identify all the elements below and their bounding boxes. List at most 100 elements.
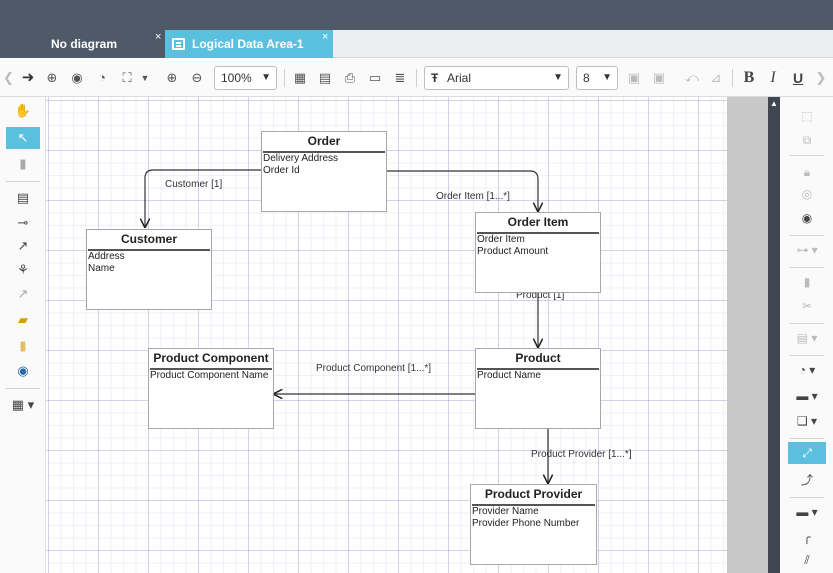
diagram-icon	[172, 38, 185, 50]
hand-pan-icon[interactable]: ✋	[14, 103, 32, 118]
image-export-icon[interactable]: ▭	[368, 70, 382, 85]
entity-title: Product Provider	[484, 487, 583, 501]
vertical-scrollbar[interactable]: ▲	[768, 97, 780, 573]
canvas-margin	[727, 97, 768, 573]
align-icon[interactable]: ⬚	[801, 109, 813, 123]
font-family-select[interactable]: Ŧ Arial ▼	[424, 66, 569, 90]
entity-title: Order Item	[507, 215, 569, 229]
toolbar-divider	[416, 69, 417, 87]
eye-icon[interactable]: ◉	[71, 70, 83, 85]
font-type-icon: Ŧ	[431, 71, 439, 85]
zoom-reset-icon[interactable]: ⊕	[46, 70, 58, 85]
zoom-select[interactable]: 100% ▼	[214, 66, 277, 90]
print-icon[interactable]: ⎙	[344, 70, 356, 85]
underline-button[interactable]: U	[792, 70, 804, 86]
link-order-customer[interactable]	[145, 169, 261, 227]
rotate-left-icon[interactable]: ⤺	[685, 70, 699, 85]
zoom-value: 100%	[221, 71, 252, 85]
entity-attribute: Provider Name	[472, 506, 539, 517]
entity-divider	[150, 368, 272, 370]
entity-divider	[88, 249, 210, 251]
font-family-value: Arial	[447, 71, 472, 85]
fill-color-icon[interactable]: ◔ ▾	[798, 363, 816, 377]
entity-order[interactable]: Order Delivery Address Order Id	[261, 131, 387, 212]
entity-attribute: Address	[88, 251, 125, 262]
lock-icon[interactable]: 🔒︎	[803, 165, 811, 179]
app-header-bar	[0, 0, 833, 30]
toolbar-divider	[284, 69, 285, 87]
order-icon[interactable]: ⊶ ▾	[796, 243, 818, 257]
palette-divider	[790, 267, 824, 268]
straight-connector-icon[interactable]: ⤢	[788, 442, 826, 464]
relationship-label: Customer [1]	[165, 179, 223, 190]
entity-tool-icon[interactable]: ▤	[16, 190, 30, 205]
entity-order-item[interactable]: Order Item Order Item Product Amount	[475, 212, 601, 293]
entity-attribute: Product Component Name	[150, 370, 269, 381]
gauge-icon[interactable]: ◔	[98, 70, 106, 85]
left-tool-palette: ✋ ↖ ▮ ▤ ⊸ ↗ ⚘ ↗ ▰ ▮ ◉ ▦ ▾	[0, 97, 46, 573]
zoom-in-icon[interactable]: ⊕	[166, 70, 178, 85]
line-style-icon[interactable]: ▬ ▾	[796, 505, 818, 519]
entity-product[interactable]: Product Product Name	[475, 348, 601, 429]
lines-icon[interactable]: ≣	[394, 70, 406, 85]
cut-icon[interactable]: ✂	[801, 299, 813, 313]
fit-page-icon[interactable]: ⛶	[122, 70, 132, 85]
font-size-select[interactable]: 8 ▼	[576, 66, 618, 90]
double-line-icon[interactable]: ⫽	[804, 553, 810, 567]
entity-divider	[477, 232, 599, 234]
grid-options-icon[interactable]: ▦ ▾	[11, 397, 35, 412]
pointer-select-icon[interactable]: ↖	[6, 127, 40, 149]
entity-product-component[interactable]: Product Component Product Component Name	[148, 348, 274, 429]
column-icon[interactable]: ▮	[19, 156, 27, 171]
document-tool-icon[interactable]: ▮	[19, 338, 27, 353]
tab-no-diagram[interactable]: No diagram ×	[0, 30, 165, 58]
group-icon[interactable]: ⧉	[802, 133, 812, 147]
grid-table-icon[interactable]: ▦	[293, 70, 307, 85]
zoom-out-icon[interactable]: ⊖	[191, 70, 203, 85]
palette-divider	[790, 355, 824, 356]
font-size-value: 8	[583, 71, 590, 85]
line-color-icon[interactable]: ▬ ▾	[796, 389, 818, 403]
page-layout-icon[interactable]: ▤	[318, 70, 332, 85]
relationship-label: Product Component [1...*]	[316, 363, 432, 374]
link-order-orderitem[interactable]	[387, 170, 538, 211]
relationship-lines	[46, 169, 727, 573]
palette-divider	[790, 497, 824, 498]
tab-close-icon[interactable]: ×	[155, 31, 162, 43]
font-shrink-icon[interactable]: ▣	[652, 70, 666, 85]
scroll-up-icon[interactable]: ▲	[770, 99, 778, 108]
compass-tool-icon[interactable]: ◉	[17, 363, 29, 378]
relationship-label: Product [1]	[516, 290, 565, 301]
chevron-down-icon[interactable]: ▼	[140, 73, 150, 83]
link-tool-icon[interactable]: ↗	[17, 286, 29, 301]
scroll-left-icon[interactable]: ❮	[3, 70, 14, 85]
entity-attribute: Order Id	[263, 165, 300, 176]
palette-divider	[790, 155, 824, 156]
hierarchy-tool-icon[interactable]: ⚘	[17, 262, 29, 277]
delete-icon[interactable]: ▮	[803, 275, 811, 289]
eye-icon[interactable]: ◉	[801, 211, 813, 225]
scroll-right-icon[interactable]: ❯	[815, 70, 827, 85]
palette-divider	[790, 323, 824, 324]
tab-logical-data-area[interactable]: Logical Data Area-1 (Or... ×	[165, 30, 333, 79]
chevron-down-icon: ▼	[553, 72, 563, 83]
tab-close-icon[interactable]: ×	[322, 31, 329, 43]
note-tool-icon[interactable]: ▰	[18, 312, 28, 327]
entity-product-provider[interactable]: Product Provider Provider Name Provider …	[470, 484, 597, 565]
flip-icon[interactable]: ⊿	[710, 70, 722, 85]
connector-tool-icon[interactable]: ↗	[17, 238, 29, 253]
bold-button[interactable]: B	[743, 69, 755, 86]
font-grow-icon[interactable]: ▣	[627, 70, 641, 85]
shadow-icon[interactable]: ❑ ▾	[796, 414, 818, 428]
back-icon[interactable]: ➜	[21, 69, 35, 86]
relationship-tool-icon[interactable]: ⊸	[17, 215, 29, 230]
relationship-label: Order Item [1...*]	[436, 191, 510, 202]
entity-customer[interactable]: Customer Address Name	[86, 229, 212, 310]
diagram-canvas[interactable]: Customer [1] Order Item [1...*] Product …	[46, 97, 727, 573]
visibility-off-icon[interactable]: ◎	[801, 187, 813, 201]
corner-icon[interactable]: ╭	[803, 530, 811, 544]
elbow-connector-icon[interactable]: ⤴	[800, 473, 813, 487]
italic-button[interactable]: I	[770, 69, 776, 86]
distribute-icon[interactable]: ▤ ▾	[796, 331, 818, 345]
main-toolbar: ❮ ➜ ⊕ ◉ ◔ ⛶ ▼ ⊕ ⊖ 100% ▼ ▦ ▤ ⎙ ▭ ≣ Ŧ Ari…	[0, 59, 833, 97]
